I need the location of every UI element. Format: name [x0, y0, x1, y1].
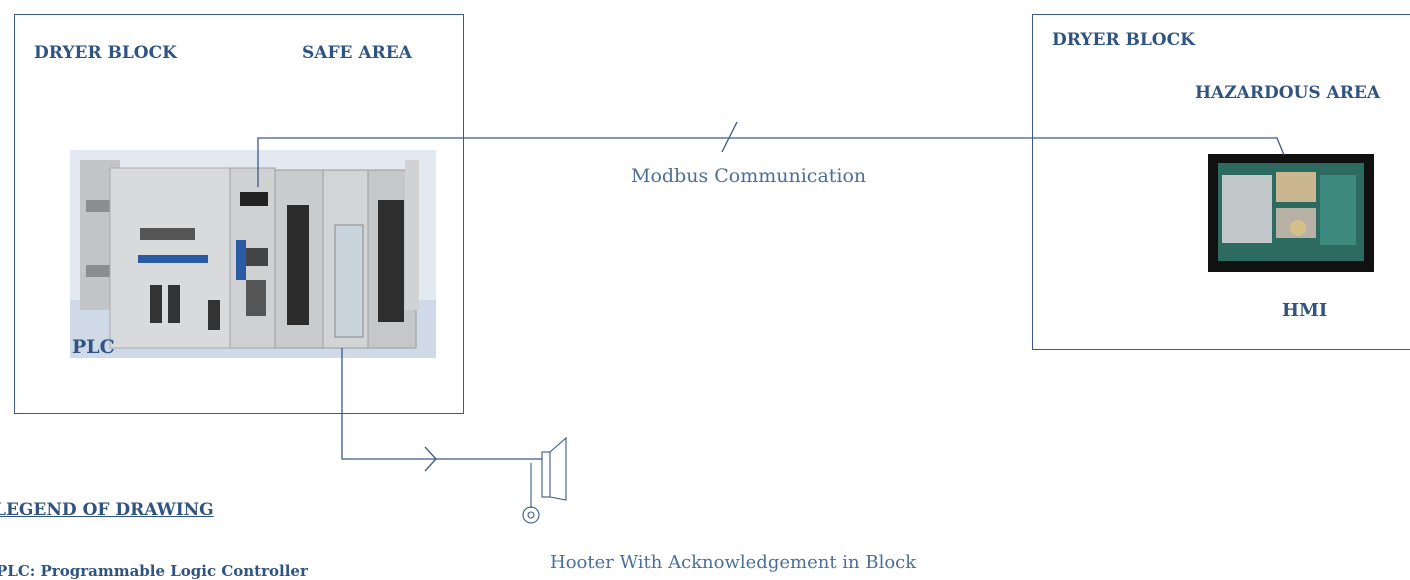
modbus-link: [257, 121, 1285, 187]
horn-speaker-icon: [522, 436, 567, 524]
hooter-label: Hooter With Acknowledgement in Block: [550, 552, 917, 573]
hmi-touch-panel-image: [1208, 154, 1374, 272]
legend-item: PLC: Programmable Logic Controller: [0, 562, 308, 580]
hmi-label: HMI: [1282, 300, 1328, 321]
modbus-label: Modbus Communication: [631, 165, 867, 187]
left-block-title: DRYER BLOCK: [34, 43, 177, 63]
hooter-link: [341, 348, 542, 472]
right-block-area: HAZARDOUS AREA: [1195, 83, 1381, 103]
legend-title: LEGEND OF DRAWING: [0, 500, 214, 520]
hazardous-area-block: [1032, 14, 1410, 350]
right-block-title: DRYER BLOCK: [1052, 30, 1195, 50]
plc-rack-image: [70, 150, 436, 358]
plc-label: PLC: [72, 336, 115, 358]
left-block-area: SAFE AREA: [302, 43, 412, 63]
safe-area-block: [14, 14, 464, 414]
